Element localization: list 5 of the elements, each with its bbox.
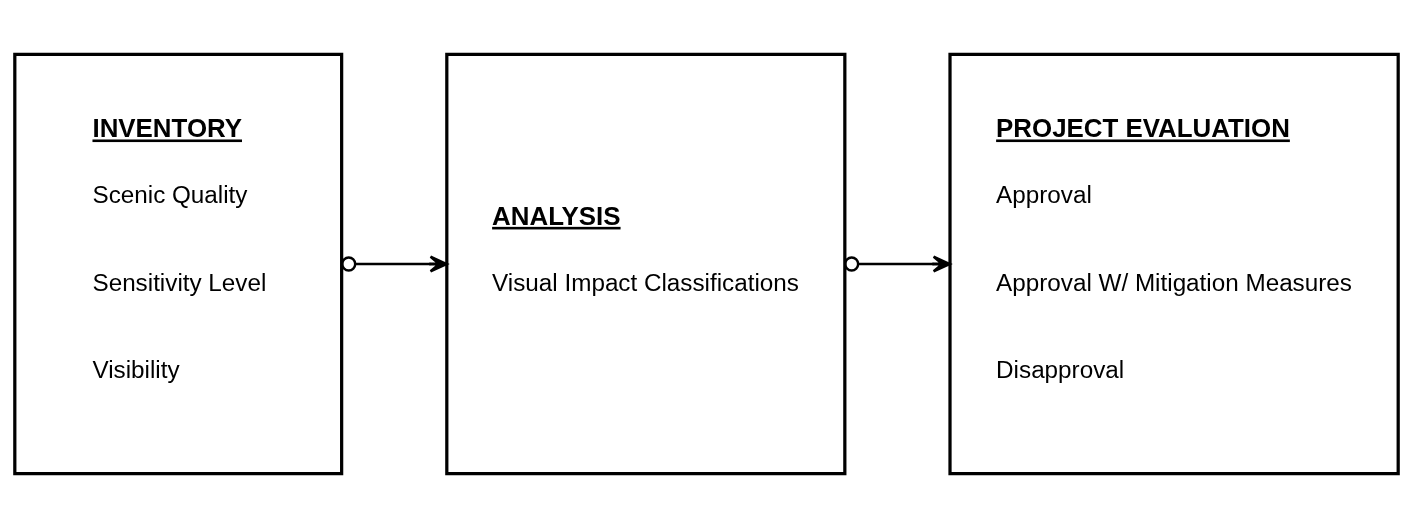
arrow xyxy=(843,255,952,272)
node-box: ANALYSIS Visual Impact Classifications xyxy=(445,52,847,475)
arrow xyxy=(341,255,448,272)
node-box: INVENTORY Scenic Quality Sensitivity Level Visibility xyxy=(13,52,344,475)
node-box: PROJECT EVALUATION Approval Approval W/ Mitigation Measures Disapproval xyxy=(948,52,1400,475)
